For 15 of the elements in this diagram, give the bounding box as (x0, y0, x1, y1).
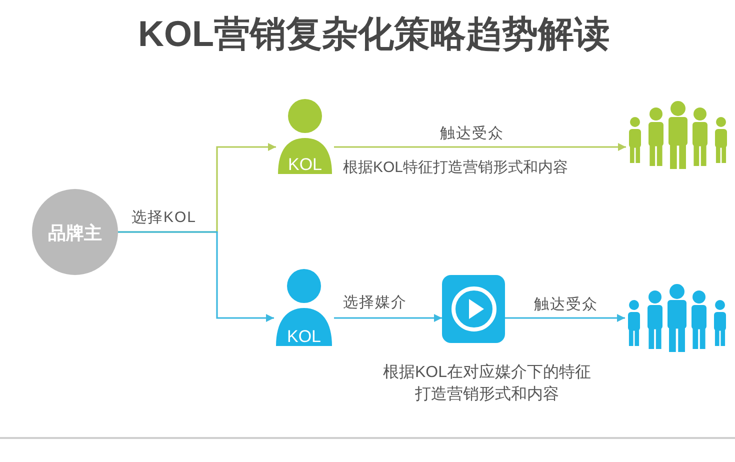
arrow (334, 143, 626, 151)
node-label: KOL (286, 327, 322, 346)
arrow (334, 314, 442, 322)
title: KOL营销复杂化策略趋势解读 (138, 12, 610, 56)
arrow (118, 231, 274, 322)
person-figure (274, 268, 334, 346)
people-group-icon (626, 101, 730, 169)
node-label: KOL (286, 155, 324, 174)
description-text: 根据KOL特征打造营销形式和内容 (343, 159, 568, 177)
media-tile (442, 275, 505, 343)
arrow (505, 314, 625, 322)
caption-text: 根据KOL在对应媒介下的特征打造营销形式和内容 (382, 362, 592, 405)
node-label: 品牌主 (47, 222, 103, 242)
person-figure (276, 98, 334, 174)
people-group-icon (625, 284, 729, 352)
